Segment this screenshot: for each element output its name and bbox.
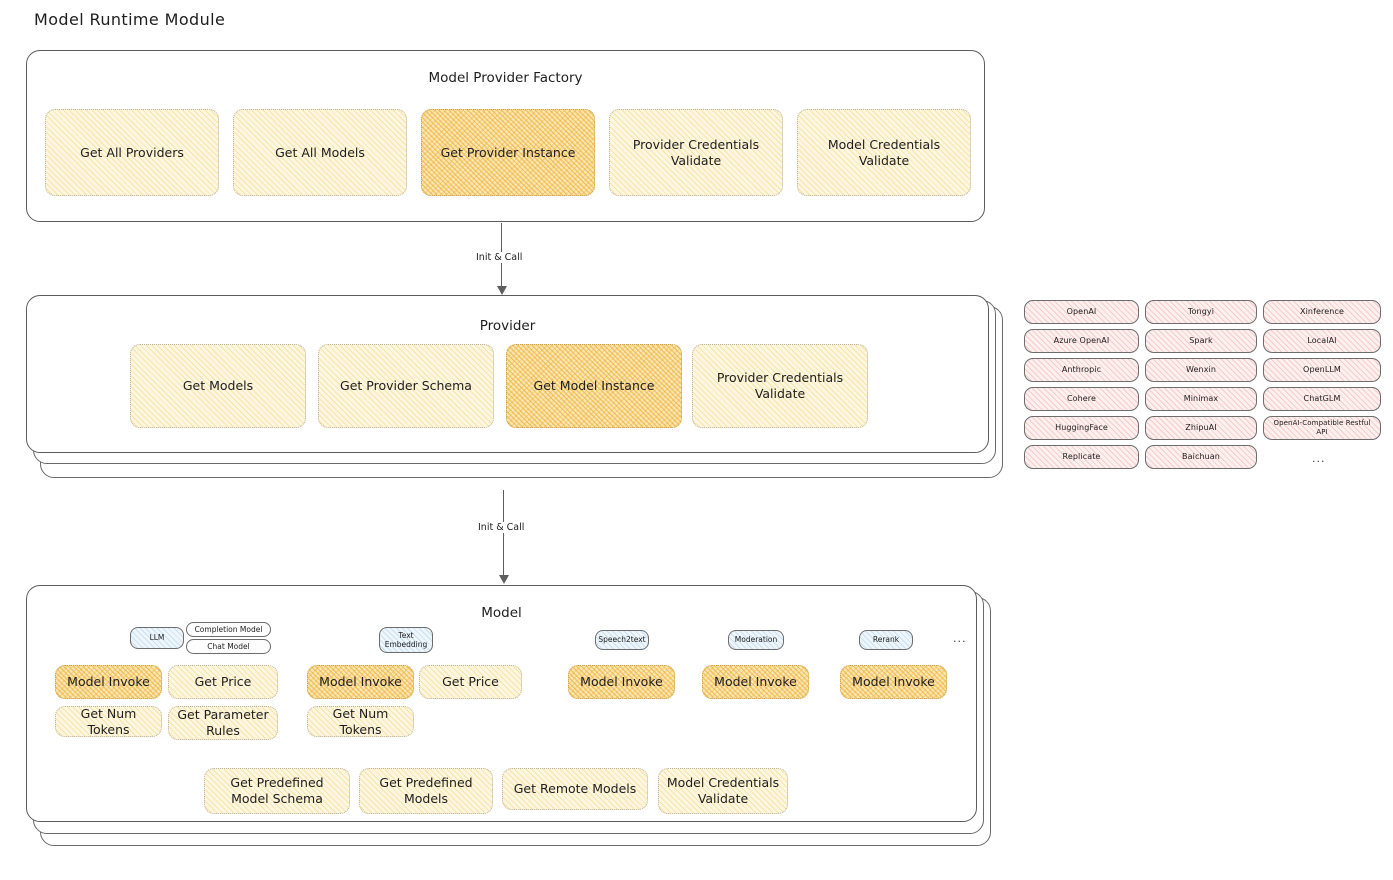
connector-label: Init & Call: [475, 522, 528, 533]
provider-list: OpenAI Azure OpenAI Anthropic Cohere Hug…: [1024, 300, 1384, 475]
provider-chip-cohere[interactable]: Cohere: [1024, 387, 1139, 411]
factory-node-provider-credentials-validate[interactable]: Provider Credentials Validate: [609, 109, 783, 196]
rerank-method-model-invoke[interactable]: Model Invoke: [840, 665, 947, 699]
provider-chip-replicate[interactable]: Replicate: [1024, 445, 1139, 469]
model-subtype-chip-chat-model[interactable]: Chat Model: [186, 639, 271, 654]
factory-node-get-all-models[interactable]: Get All Models: [233, 109, 407, 196]
llm-method-get-num-tokens[interactable]: Get Num Tokens: [55, 706, 162, 737]
model-subtype-chip-completion-model[interactable]: Completion Model: [186, 622, 271, 637]
provider-chip-anthropic[interactable]: Anthropic: [1024, 358, 1139, 382]
model-types-ellipsis: ...: [953, 632, 967, 645]
model-provider-factory-title: Model Provider Factory: [428, 70, 583, 86]
model-type-chip-moderation[interactable]: Moderation: [728, 630, 784, 650]
provider-chip-minimax[interactable]: Minimax: [1145, 387, 1257, 411]
provider-node-provider-credentials-validate[interactable]: Provider Credentials Validate: [692, 344, 868, 428]
llm-method-model-invoke[interactable]: Model Invoke: [55, 665, 162, 699]
provider-list-ellipsis: ...: [1312, 452, 1326, 465]
model-panel: Model LLM Completion Model Chat Model Te…: [26, 585, 977, 822]
provider-chip-zhipuai[interactable]: ZhipuAI: [1145, 416, 1257, 440]
provider-chip-localai[interactable]: LocalAI: [1263, 329, 1381, 353]
common-method-get-remote-models[interactable]: Get Remote Models: [502, 768, 648, 810]
provider-chip-openai[interactable]: OpenAI: [1024, 300, 1139, 324]
provider-panel: Provider Get Models Get Provider Schema …: [26, 295, 989, 453]
arrow-head-icon: [496, 286, 507, 295]
speech2text-method-model-invoke[interactable]: Model Invoke: [568, 665, 675, 699]
connector-provider-to-model: Init & Call: [475, 490, 528, 585]
arrow-head-icon: [498, 575, 509, 584]
model-title: Model: [481, 605, 522, 621]
provider-node-get-models[interactable]: Get Models: [130, 344, 306, 428]
moderation-method-model-invoke[interactable]: Model Invoke: [702, 665, 809, 699]
provider-chip-openai-compatible-restful-api[interactable]: OpenAI-Compatible Restful API: [1263, 416, 1381, 440]
common-method-get-predefined-models[interactable]: Get Predefined Models: [359, 768, 493, 814]
connector-label: Init & Call: [473, 252, 526, 263]
factory-node-get-all-providers[interactable]: Get All Providers: [45, 109, 219, 196]
factory-node-get-provider-instance[interactable]: Get Provider Instance: [421, 109, 595, 196]
provider-chip-huggingface[interactable]: HuggingFace: [1024, 416, 1139, 440]
common-method-get-predefined-model-schema[interactable]: Get Predefined Model Schema: [204, 768, 350, 814]
provider-node-get-provider-schema[interactable]: Get Provider Schema: [318, 344, 494, 428]
llm-method-get-parameter-rules[interactable]: Get Parameter Rules: [168, 706, 278, 740]
connector-line: [503, 490, 505, 576]
factory-node-model-credentials-validate[interactable]: Model Credentials Validate: [797, 109, 971, 196]
model-type-chip-llm[interactable]: LLM: [130, 627, 184, 649]
llm-method-get-price[interactable]: Get Price: [168, 665, 278, 699]
provider-chip-openllm[interactable]: OpenLLM: [1263, 358, 1381, 382]
model-type-chip-text-embedding[interactable]: Text Embedding: [379, 627, 433, 653]
provider-chip-baichuan[interactable]: Baichuan: [1145, 445, 1257, 469]
page-title: Model Runtime Module: [34, 10, 226, 29]
provider-chip-tongyi[interactable]: Tongyi: [1145, 300, 1257, 324]
provider-chip-xinference[interactable]: Xinference: [1263, 300, 1381, 324]
model-type-chip-rerank[interactable]: Rerank: [859, 630, 913, 650]
provider-chip-azure-openai[interactable]: Azure OpenAI: [1024, 329, 1139, 353]
provider-chip-wenxin[interactable]: Wenxin: [1145, 358, 1257, 382]
text-embedding-method-model-invoke[interactable]: Model Invoke: [307, 665, 414, 699]
provider-title: Provider: [479, 318, 536, 334]
common-method-model-credentials-validate[interactable]: Model Credentials Validate: [658, 768, 788, 814]
provider-chip-spark[interactable]: Spark: [1145, 329, 1257, 353]
model-provider-factory-panel: Model Provider Factory Get All Providers…: [26, 50, 985, 222]
text-embedding-method-get-price[interactable]: Get Price: [419, 665, 522, 699]
connector-factory-to-provider: Init & Call: [473, 223, 526, 297]
model-type-chip-speech2text[interactable]: Speech2text: [595, 630, 649, 650]
provider-chip-chatglm[interactable]: ChatGLM: [1263, 387, 1381, 411]
text-embedding-method-get-num-tokens[interactable]: Get Num Tokens: [307, 706, 414, 737]
provider-node-get-model-instance[interactable]: Get Model Instance: [506, 344, 682, 428]
